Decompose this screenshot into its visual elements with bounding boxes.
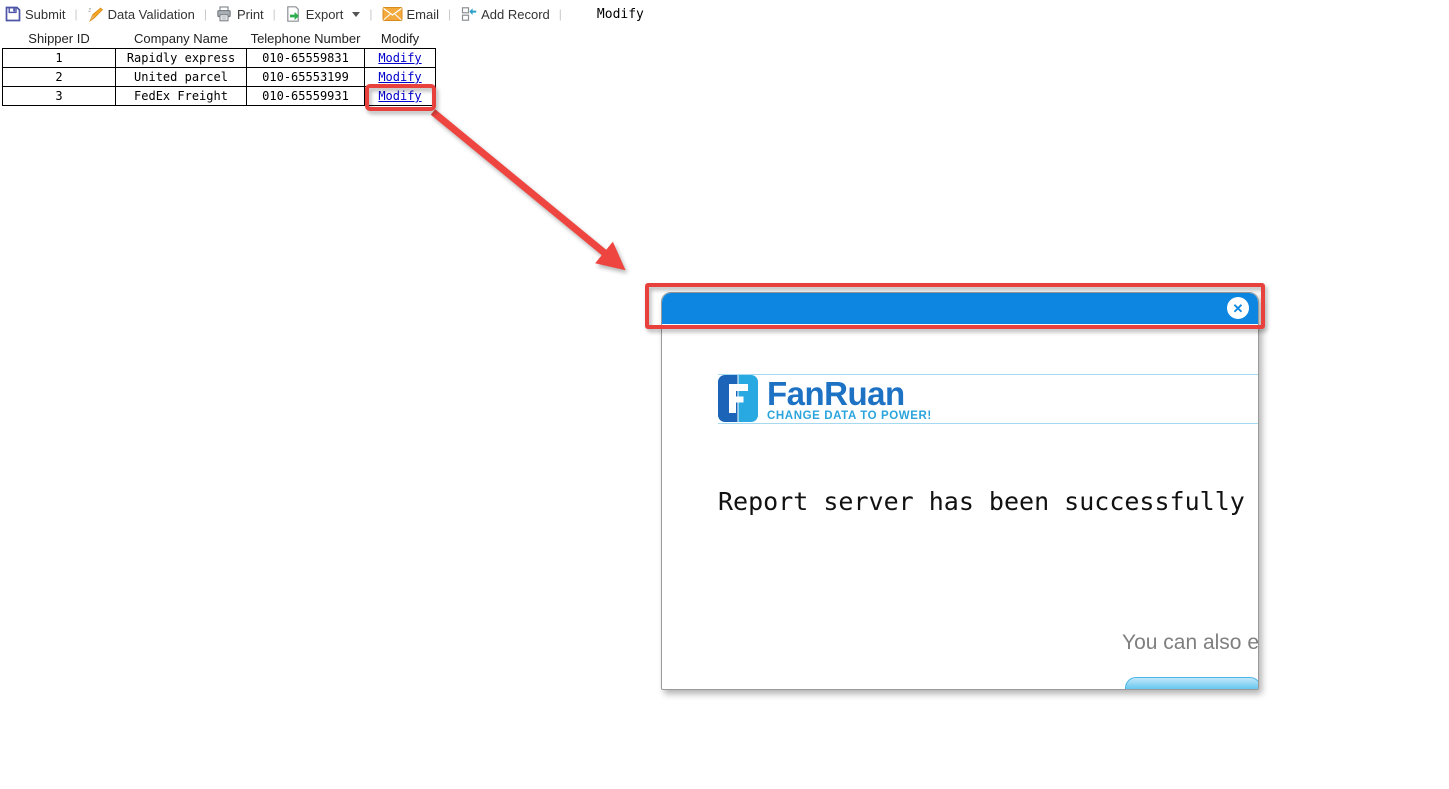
toolbar-separator: | [74,7,78,21]
submit-label: Submit [25,6,66,22]
export-label: Export [305,6,344,22]
shippers-table: Shipper ID Company Name Telephone Number… [2,29,436,106]
cell-shipper-id: 1 [2,48,116,68]
add-record-icon [460,6,477,23]
cell-modify: Modify [364,86,436,106]
fanruan-logo-mark-icon [718,375,758,422]
export-icon [285,6,302,23]
highlight-box-titlebar [645,283,1265,329]
print-label: Print [236,6,264,22]
cell-telephone: 010-65559831 [246,48,365,68]
data-validation-button[interactable]: Data Validation [87,6,195,23]
cell-company-name: FedEx Freight [115,86,247,106]
toolbar-separator: | [369,7,373,21]
toolbar-separator: | [203,7,207,21]
brand-name: FanRuan [767,375,905,412]
col-header-modify: Modify [380,31,420,46]
table-row: 3 FedEx Freight 010-65559931 Modify [2,86,436,106]
table-header-row: Shipper ID Company Name Telephone Number… [3,29,436,49]
add-record-label: Add Record [481,6,550,22]
email-label: Email [406,6,440,22]
cell-shipper-id: 3 [2,86,116,106]
logo-band: FanRuan CHANGE DATA TO POWER! [718,374,1258,424]
dialog-action-button[interactable] [1125,677,1258,689]
dropdown-caret-icon [352,11,361,17]
dialog-message: Report server has been successfully [718,487,1245,516]
brand-tagline: CHANGE DATA TO POWER! [767,410,932,422]
cell-modify: Modify [364,67,436,87]
modify-link[interactable]: Modify [378,70,422,84]
highlight-box-modify [365,84,436,111]
cell-company-name: United parcel [115,67,247,87]
email-button[interactable]: Email [382,6,440,23]
cell-modify: Modify [364,48,436,68]
dialog: ✕ FanRuan CHANGE DATA TO POWER! [661,292,1259,690]
dialog-titlebar[interactable]: ✕ [662,293,1258,324]
cell-telephone: 010-65553199 [246,67,365,87]
dialog-secondary-text: You can also e [1122,631,1259,654]
email-icon [382,6,403,23]
print-button[interactable]: Print [216,6,264,23]
modify-link[interactable]: Modify [378,89,422,103]
export-button[interactable]: Export [285,6,361,23]
save-icon [4,6,21,23]
printer-icon [216,6,233,23]
annotation-arrow-icon [430,109,626,271]
col-header-telephone: Telephone Number [250,31,361,46]
cell-shipper-id: 2 [2,67,116,87]
close-icon[interactable]: ✕ [1227,297,1249,319]
modify-link[interactable]: Modify [378,51,422,65]
col-header-company-name: Company Name [134,31,228,46]
data-validation-label: Data Validation [107,6,195,22]
dialog-content: FanRuan CHANGE DATA TO POWER! Report ser… [662,324,1258,689]
toolbar: Submit | Data Validation | Print | Expor… [4,3,644,25]
col-header-shipper-id: Shipper ID [28,31,90,46]
fanruan-logo: FanRuan CHANGE DATA TO POWER! [718,375,932,422]
toolbar-separator: | [272,7,276,21]
table-row: 1 Rapidly express 010-65559831 Modify [2,48,436,68]
toolbar-separator: | [448,7,452,21]
validation-pen-icon [87,6,104,23]
cell-company-name: Rapidly express [115,48,247,68]
table-row: 2 United parcel 010-65553199 Modify [2,67,436,87]
add-record-button[interactable]: Add Record [460,6,550,23]
mode-label: Modify [596,6,644,22]
cell-telephone: 010-65559931 [246,86,365,106]
toolbar-separator: | [558,7,562,21]
submit-button[interactable]: Submit [4,6,65,23]
